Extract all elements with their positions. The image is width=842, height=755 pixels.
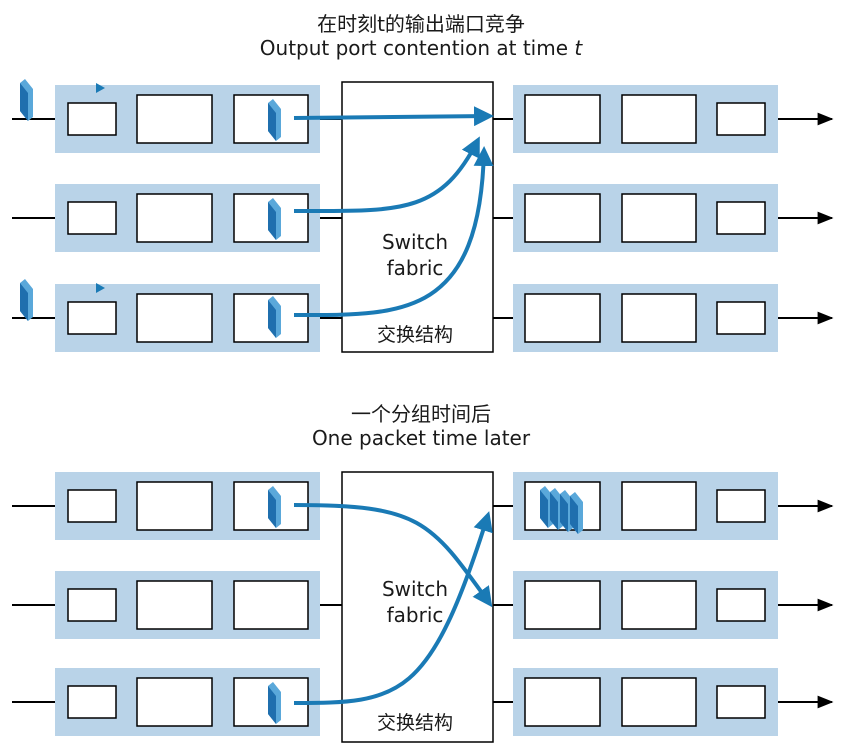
queued-packet-icon <box>540 490 548 528</box>
packet-icon <box>268 202 276 240</box>
contention-arrow-icon <box>293 106 494 127</box>
queued-packet-icon <box>560 494 568 532</box>
queue-slot <box>136 677 213 727</box>
panel2-fabric-label-line1: Switch <box>381 577 449 601</box>
queue-slot <box>621 94 697 144</box>
queue-slot <box>67 588 117 622</box>
forwarding-arrow-icon <box>293 511 493 705</box>
queue-slot <box>136 481 213 531</box>
queue-slot <box>233 580 309 630</box>
panel1-fabric-label-line1: Switch <box>381 230 449 254</box>
packet-icon <box>268 490 276 528</box>
queue-slot <box>621 677 697 727</box>
queue-slot <box>136 293 213 343</box>
panel2-fabric-cn: 交换结构 <box>376 712 453 734</box>
queue-slot <box>524 677 601 727</box>
queue-slot <box>67 489 117 523</box>
packet-icon <box>20 83 28 121</box>
queue-slot <box>524 293 601 343</box>
panel1-fabric-label: Switch fabric <box>340 229 490 281</box>
queued-packet-icon <box>550 492 558 530</box>
queue-slot <box>524 193 601 243</box>
queue-slot <box>524 580 601 630</box>
queue-slot <box>716 489 766 523</box>
panel2-title-en: One packet time later <box>311 426 531 450</box>
queue-slot <box>524 94 601 144</box>
queue-slot <box>621 293 697 343</box>
contention-arrow-icon <box>293 136 480 214</box>
arrival-arrow-icon-head <box>96 283 105 293</box>
packet-icon <box>268 686 276 724</box>
panel1-title-cn: 在时刻t的输出端口竞争 <box>317 12 525 36</box>
packet-icon <box>268 103 276 141</box>
panel1-title-en-text: Output port contention at time <box>259 36 575 60</box>
queued-packet-icon <box>570 496 578 534</box>
queue-slot <box>716 588 766 622</box>
panel1-fabric-label-line2: fabric <box>386 256 444 280</box>
queue-slot <box>621 580 697 630</box>
queue-slot <box>67 301 117 335</box>
queue-slot <box>621 481 697 531</box>
panel1-title-var: t <box>574 36 583 60</box>
packet-icon <box>268 300 276 338</box>
switch-fabric-box <box>341 81 494 353</box>
panel2-fabric-label-line2: fabric <box>386 603 444 627</box>
panel2-title-cn: 一个分组时间后 <box>351 402 491 426</box>
queue-slot <box>67 685 117 719</box>
packet-icon <box>20 283 28 321</box>
queue-slot <box>136 94 213 144</box>
queue-slot <box>136 193 213 243</box>
arrival-arrow-icon-head <box>96 83 105 93</box>
queue-slot <box>716 201 766 235</box>
queue-slot <box>67 102 117 136</box>
queue-slot <box>716 102 766 136</box>
queue-slot <box>716 301 766 335</box>
panel1-title-en: Output port contention at time t <box>0 36 842 60</box>
queue-slot <box>67 201 117 235</box>
panel1-fabric-cn: 交换结构 <box>376 324 453 346</box>
queue-slot <box>621 193 697 243</box>
queue-slot <box>716 685 766 719</box>
panel2-fabric-label: Switch fabric <box>340 576 490 628</box>
queue-slot <box>136 580 213 630</box>
contention-arrow-icon <box>293 146 494 318</box>
